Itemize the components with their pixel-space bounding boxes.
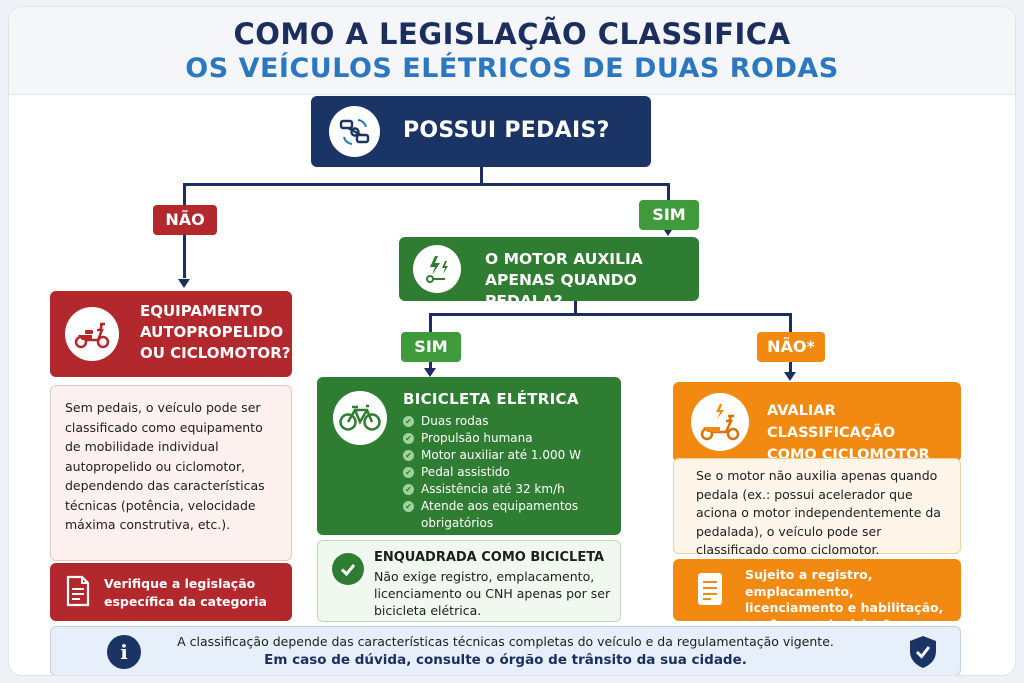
question-motor-label: O MOTOR AUXILIA APENAS QUANDO PEDALA?: [485, 249, 699, 312]
header: COMO A LEGISLAÇÃO CLASSIFICA OS VEÍCULOS…: [9, 7, 1015, 95]
list-item: ✔ Motor auxiliar até 1.000 W: [403, 447, 593, 464]
badge-no: NÃO: [153, 205, 217, 235]
check-icon: ✔: [403, 433, 414, 444]
list-item: ✔ Pedal assistido: [403, 464, 593, 481]
autopropelled-note-line: específica da categoria: [104, 594, 267, 609]
feature-text: Pedal assistido: [421, 465, 510, 479]
connector: [480, 167, 483, 185]
moped-description: Se o motor não auxilia apenas quando ped…: [673, 458, 961, 557]
electric-scooter-icon: [691, 393, 749, 451]
moped-note-text: Sujeito a registro, emplacamento, licenc…: [745, 567, 961, 633]
info-icon: i: [107, 635, 141, 669]
pedals-icon: [329, 106, 380, 157]
autopropelled-description: Sem pedais, o veículo pode ser classific…: [50, 385, 292, 561]
connector: [183, 183, 669, 186]
check-icon: ✔: [403, 416, 414, 427]
check-icon: ✔: [403, 501, 414, 512]
feature-text: Motor auxiliar até 1.000 W: [421, 448, 581, 462]
infographic: COMO A LEGISLAÇÃO CLASSIFICA OS VEÍCULOS…: [8, 6, 1016, 676]
electric-bicycle-title: BICICLETA ELÉTRICA: [403, 390, 579, 408]
list-item: ✔ Assistência até 32 km/h: [403, 481, 593, 498]
moped-note-line: Sujeito a registro, emplacamento,: [745, 567, 873, 599]
electric-motor-icon: [413, 245, 461, 293]
question-pedals-box: POSSUI PEDAIS?: [311, 96, 651, 167]
arrow-down: [784, 372, 796, 381]
connector: [574, 301, 577, 315]
badge-yes: SIM: [639, 200, 699, 230]
feature-text: Assistência até 32 km/h: [421, 482, 565, 496]
connector: [429, 313, 792, 316]
list-item: ✔ Atende aos equipamentos obrigatórios: [403, 498, 593, 532]
bicycle-result-text: Não exige registro, emplacamento, licenc…: [374, 569, 611, 618]
check-icon: ✔: [403, 467, 414, 478]
moped-evaluation-title: AVALIAR CLASSIFICAÇÃO COMO CICLOMOTOR: [767, 400, 961, 466]
feature-text: Propulsão humana: [421, 431, 533, 445]
bicycle-result-box: ENQUADRADA COMO BICICLETA Não exige regi…: [317, 540, 621, 622]
question-motor-line-1: O MOTOR AUXILIA: [485, 250, 643, 268]
moped-note: Sujeito a registro, emplacamento, licenc…: [673, 559, 961, 632]
autopropelled-title-line: AUTOPROPELIDO: [140, 323, 284, 341]
checkmark-icon: [332, 553, 364, 585]
shield-check-icon: [908, 635, 938, 673]
check-icon: ✔: [403, 450, 414, 461]
arrow-down: [178, 279, 190, 288]
scooter-icon: [65, 307, 119, 361]
bicycle-feature-list: ✔ Duas rodas ✔ Propulsão humana ✔ Motor aux…: [403, 413, 593, 532]
question-motor-line-2: APENAS QUANDO PEDALA?: [485, 271, 637, 310]
feature-text: Atende aos equipamentos obrigatórios: [421, 499, 579, 530]
info-line-2: Em caso de dúvida, consulte o órgão de t…: [264, 652, 747, 668]
autopropelled-title: EQUIPAMENTO AUTOPROPELIDO OU CICLOMOTOR?: [140, 301, 290, 364]
list-item: ✔ Duas rodas: [403, 413, 593, 430]
badge-yes: SIM: [401, 332, 461, 362]
check-icon: ✔: [403, 484, 414, 495]
moped-evaluation-box: AVALIAR CLASSIFICAÇÃO COMO CICLOMOTOR: [673, 382, 961, 463]
moped-note-line: licenciamento e habilitação,: [745, 600, 944, 615]
document-icon: [697, 572, 723, 610]
autopropelled-title-line: EQUIPAMENTO: [140, 302, 263, 320]
autopropelled-note-line: Verifique a legislação: [104, 576, 256, 591]
question-motor-box: O MOTOR AUXILIA APENAS QUANDO PEDALA?: [399, 237, 699, 310]
autopropelled-note: Verifique a legislação específica da cat…: [50, 563, 292, 621]
autopropelled-title-line: OU CICLOMOTOR?: [140, 344, 291, 362]
info-line-1: A classificação depende das característi…: [177, 634, 834, 649]
arrow-down: [662, 227, 674, 236]
moped-evaluation-line: AVALIAR CLASSIFICAÇÃO: [767, 403, 896, 441]
arrow-down: [424, 368, 436, 377]
feature-text: Duas rodas: [421, 414, 489, 428]
bicycle-icon: [333, 391, 387, 445]
autopropelled-box: EQUIPAMENTO AUTOPROPELIDO OU CICLOMOTOR?: [50, 291, 292, 377]
badge-no-asterisk: NÃO*: [757, 332, 825, 362]
bicycle-result-title: ENQUADRADA COMO BICICLETA: [374, 550, 605, 565]
title-line-2: OS VEÍCULOS ELÉTRICOS DE DUAS RODAS: [185, 53, 839, 84]
title-line-1: COMO A LEGISLAÇÃO CLASSIFICA: [233, 17, 791, 51]
document-icon: [66, 575, 90, 611]
list-item: ✔ Propulsão humana: [403, 430, 593, 447]
electric-bicycle-box: BICICLETA ELÉTRICA ✔ Duas rodas ✔ Propulsã…: [317, 377, 621, 535]
autopropelled-note-text: Verifique a legislação específica da cat…: [104, 575, 267, 611]
question-pedals-label: POSSUI PEDAIS?: [403, 118, 610, 143]
info-bar: i A classificação depende das caracterís…: [50, 626, 961, 675]
